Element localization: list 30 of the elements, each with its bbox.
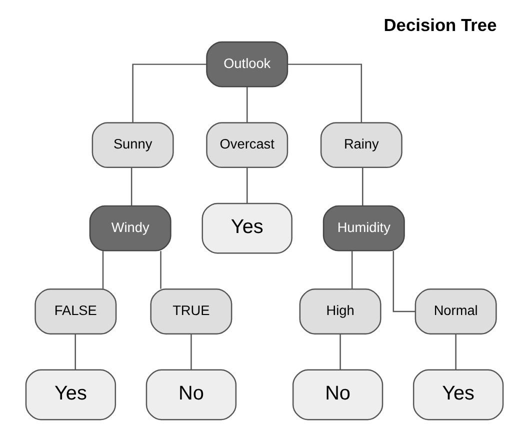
connector [351, 251, 353, 289]
node-box: Yes [202, 202, 292, 254]
connector [392, 251, 416, 312]
connector [102, 251, 104, 289]
node-box: FALSE [34, 288, 117, 335]
node-box: TRUE [150, 288, 232, 335]
node-box: No [146, 369, 237, 420]
connector [340, 334, 341, 370]
node-box: No [292, 369, 384, 420]
connector [288, 64, 362, 123]
node-box: Normal [414, 288, 497, 335]
node-box: Yes [25, 369, 116, 420]
node-box: High [299, 288, 382, 335]
connector [130, 168, 132, 206]
connector [362, 168, 364, 206]
diagram-title: Decision Tree [384, 15, 497, 36]
node-box: Overcast [206, 122, 288, 168]
node-box: Outlook [206, 41, 288, 88]
node-box: Sunny [92, 122, 174, 168]
connector [190, 334, 192, 370]
node-box: Yes [412, 369, 504, 420]
node-box: Windy [89, 205, 172, 252]
connector [132, 64, 206, 123]
connector [74, 334, 76, 370]
node-box: Rainy [320, 122, 402, 168]
connector [160, 251, 162, 289]
connector [246, 168, 248, 204]
node-box: Humidity [322, 205, 405, 252]
connector [455, 334, 456, 370]
connector [246, 86, 248, 123]
